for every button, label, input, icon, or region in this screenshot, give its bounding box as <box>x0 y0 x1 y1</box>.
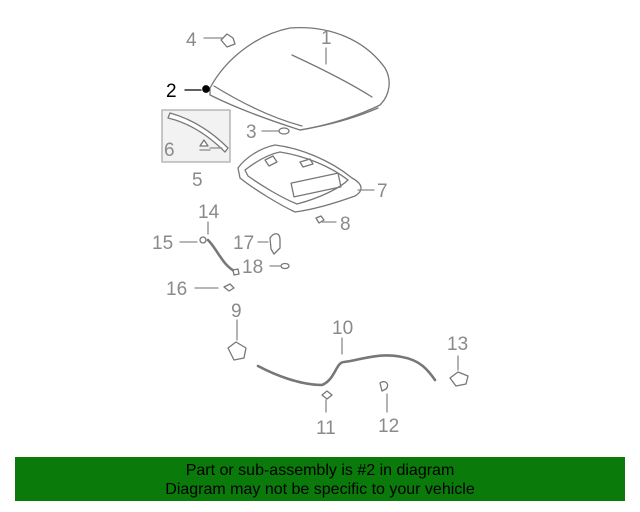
hood-part <box>209 26 390 131</box>
disclaimer-banner: Part or sub-assembly is #2 in diagram Di… <box>15 457 625 501</box>
small-fasteners <box>220 33 325 224</box>
callout-10: 10 <box>332 318 353 339</box>
callout-11: 11 <box>316 418 336 439</box>
hood-support-rod-part <box>199 233 290 292</box>
banner-line-1: Part or sub-assembly is #2 in diagram <box>185 462 455 479</box>
callout-5: 5 <box>192 170 203 191</box>
callout-16: 16 <box>166 279 187 300</box>
callout-6: 6 <box>164 140 175 161</box>
callout-18: 18 <box>242 257 263 278</box>
callout-7: 7 <box>377 181 388 202</box>
callout-numbers: 1 2 3 4 5 6 7 8 9 10 11 12 13 14 15 16 1… <box>152 28 468 439</box>
callout-1: 1 <box>321 28 332 49</box>
parts-diagram: 1 2 3 4 5 6 7 8 9 10 11 12 13 14 15 16 1… <box>152 26 469 439</box>
callout-17: 17 <box>233 233 254 254</box>
callout-9: 9 <box>231 301 242 322</box>
callout-14: 14 <box>198 202 220 223</box>
callout-2: 2 <box>166 81 177 102</box>
callout-13: 13 <box>447 334 468 355</box>
hood-insulator-part <box>237 144 362 213</box>
hood-release-assembly <box>227 341 469 400</box>
callout-4: 4 <box>186 30 197 51</box>
callout-leaders <box>179 37 459 413</box>
callout-15: 15 <box>152 233 173 254</box>
hood-stopper-part-highlighted <box>202 85 210 93</box>
callout-8: 8 <box>340 214 351 235</box>
banner-line-2: Diagram may not be specific to your vehi… <box>165 481 475 498</box>
callout-12: 12 <box>378 416 399 437</box>
callout-3: 3 <box>246 122 257 143</box>
hood-seal-part <box>161 109 231 163</box>
